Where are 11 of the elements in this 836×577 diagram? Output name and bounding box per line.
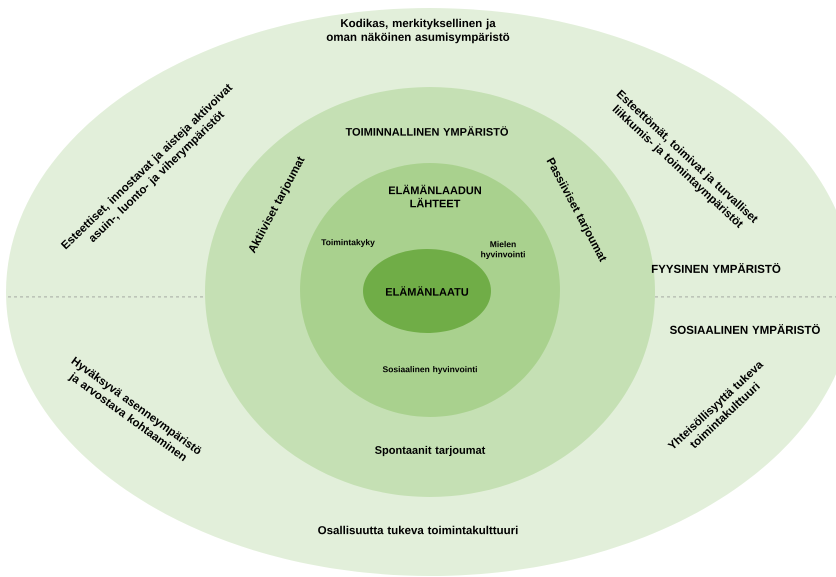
- region-label: Mielen hyvinvointi: [481, 240, 525, 260]
- region-label: Kodikas, merkityksellinen ja oman näköinen asumisympäristö: [326, 18, 510, 44]
- region-label: SOSIAALINEN YMPÄRISTÖ: [670, 324, 820, 334]
- region-label: Toimintakyky: [321, 239, 375, 247]
- region-label: TOIMINNALLINEN YMPÄRISTÖ: [346, 126, 508, 136]
- region-label: Sosiaalinen hyvinvointi: [382, 366, 477, 374]
- region-label: ELÄMÄNLAADUN LÄHTEET: [389, 184, 481, 208]
- region-label: Osallisuutta tukeva toimintakulttuuri: [318, 526, 518, 534]
- region-label: ELÄMÄNLAATU: [386, 286, 468, 296]
- region-label: FYYSINEN YMPÄRISTÖ: [652, 263, 780, 273]
- region-label: Spontaanit tarjoumat: [375, 446, 486, 456]
